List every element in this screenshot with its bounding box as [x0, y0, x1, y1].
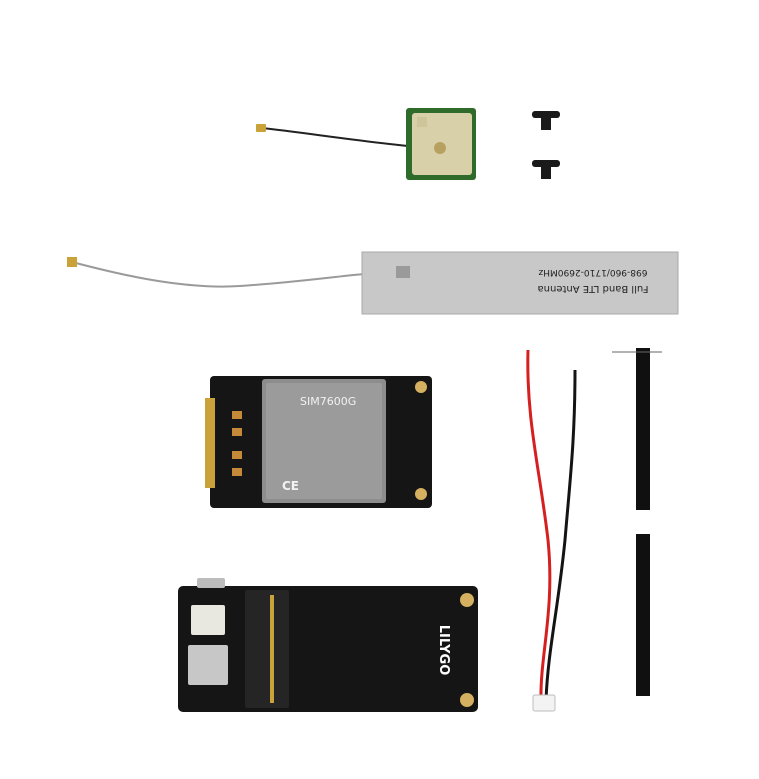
pcie-gold-contacts: [205, 398, 215, 488]
screw-bottom: [532, 160, 560, 179]
lilygo-board: LILYGO: [178, 578, 478, 712]
sim-module-card: SIM7600G CE: [205, 376, 432, 508]
screw-top: [532, 111, 560, 130]
lte-antenna: Full Band LTE Antenna 698-960/1710-2690M…: [67, 251, 679, 315]
gps-antenna: [256, 108, 476, 180]
board-brand: LILYGO: [436, 625, 451, 676]
jumper-wires: [526, 349, 577, 712]
pin-header-bottom: [636, 534, 650, 696]
module-ce-mark: CE: [282, 479, 299, 493]
module-model: SIM7600G: [300, 395, 356, 408]
antenna-label-line1: Full Band LTE Antenna: [538, 283, 649, 294]
antenna-label-line2: 698-960/1710-2690MHz: [538, 267, 647, 277]
pin-header-top: [612, 348, 662, 510]
